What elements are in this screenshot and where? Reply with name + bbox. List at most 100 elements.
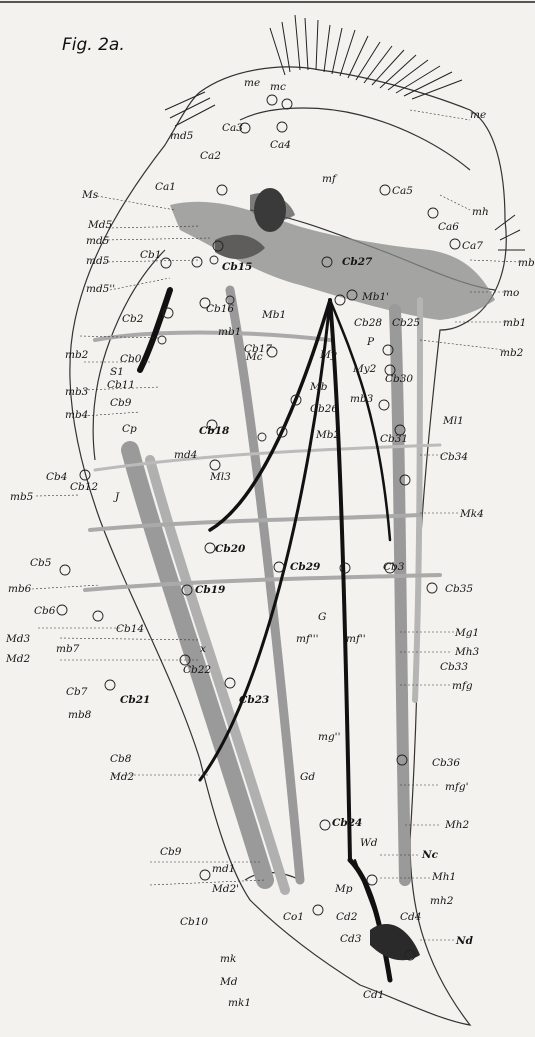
label-mf: mf — [322, 173, 338, 185]
label-mb-right: mb — [518, 257, 535, 269]
label-md5-3: md5 — [86, 255, 110, 267]
label-ca4: Ca4 — [270, 139, 291, 151]
label-mb1-prime: Mb1' — [361, 291, 389, 303]
label-cb33: Cb33 — [440, 661, 468, 673]
label-cb30: Cb30 — [385, 373, 413, 385]
labels-left: md5 Ca2 Ca1 Ms Md5 md5 md5 md5'' Cb1 Cb2… — [5, 130, 251, 1009]
label-cb31: Cb31 — [380, 433, 408, 445]
label-cb25: Cb25 — [392, 317, 420, 329]
label-cd1: Cd1 — [363, 989, 384, 1001]
label-mg2: mg'' — [318, 731, 340, 743]
label-ms: Ms — [81, 189, 99, 201]
label-md5-4: md5'' — [86, 283, 115, 295]
label-cb4: Cb4 — [46, 471, 67, 483]
label-mb2-right: mb2 — [500, 347, 524, 359]
label-md2-prime: Md2' — [211, 883, 239, 895]
label-cd4: Cd4 — [400, 911, 421, 923]
label-cb36: Cb36 — [432, 757, 460, 769]
label-cb35: Cb35 — [445, 583, 473, 595]
label-my: My — [319, 349, 338, 361]
label-ca5: Ca5 — [392, 185, 413, 197]
label-cb23: Cb23 — [239, 694, 269, 706]
label-cb11: Cb11 — [107, 379, 135, 391]
label-mb4: mb4 — [65, 409, 88, 421]
label-cb10: Cb10 — [180, 916, 208, 928]
label-cb3: Cb3 — [383, 561, 405, 573]
label-mf3: mf''' — [296, 633, 319, 645]
label-mb1: mb1 — [218, 326, 241, 338]
label-mk4: Mk4 — [459, 508, 484, 520]
label-cb9: Cb9 — [160, 846, 182, 858]
label-mb2-cap: Mb2 — [315, 429, 340, 441]
label-cb34: Cb34 — [440, 451, 468, 463]
label-cb24: Cb24 — [332, 817, 362, 829]
label-cb9-upper: Cb9 — [110, 397, 132, 409]
label-nd: Nd — [455, 935, 474, 947]
label-cb15: Cb15 — [222, 261, 252, 273]
label-md3: Md3 — [5, 633, 30, 645]
label-p: P — [366, 336, 375, 348]
label-mf2: mf'' — [346, 633, 366, 645]
label-cb6: Cb6 — [34, 605, 56, 617]
label-cb0: Cb0 — [120, 353, 142, 365]
label-cb28: Cb28 — [354, 317, 382, 329]
label-ca3: Ca3 — [222, 122, 243, 134]
label-cb27: Cb27 — [342, 256, 373, 268]
label-me-top: me — [244, 77, 260, 89]
label-mh1: Mh1 — [431, 871, 456, 883]
label-cb29: Cb29 — [290, 561, 321, 573]
label-x: x — [200, 643, 206, 655]
label-cb21: Cb21 — [120, 694, 150, 706]
label-cb19: Cb19 — [195, 584, 226, 596]
label-md1: md1 — [212, 863, 235, 875]
label-mfg: mfg — [452, 680, 473, 692]
label-mb1-cap: Mb1 — [261, 309, 286, 321]
label-mc: mc — [270, 81, 286, 93]
label-mh3: Mh3 — [454, 646, 480, 658]
label-mg1: Mg1 — [454, 627, 479, 639]
label-cb8: Cb8 — [110, 753, 132, 765]
label-nc: Nc — [421, 849, 439, 861]
label-cb22: Cb22 — [183, 664, 211, 676]
label-cb1: Cb1 — [140, 249, 161, 261]
label-ml3: Ml3 — [209, 471, 231, 483]
label-cb17: Cb17 — [244, 343, 272, 355]
label-md4: md4 — [174, 449, 197, 461]
label-cp: Cp — [122, 423, 137, 435]
label-mb3: mb3 — [65, 386, 89, 398]
label-ml1: Ml1 — [442, 415, 464, 427]
label-g: G — [318, 611, 326, 623]
label-ca1: Ca1 — [155, 181, 176, 193]
label-cb18: Cb18 — [199, 425, 230, 437]
label-mo: mo — [503, 287, 519, 299]
label-md5-top: md5 — [170, 130, 194, 142]
label-mk1: mk1 — [228, 997, 251, 1009]
label-co1: Co1 — [283, 911, 304, 923]
label-mb1-right: mb1 — [503, 317, 526, 329]
label-mh2: Mh2 — [444, 819, 470, 831]
label-gd: Gd — [300, 771, 315, 783]
label-ca7: Ca7 — [462, 240, 483, 252]
label-md2: Md2 — [5, 653, 30, 665]
label-cb20: Cb20 — [215, 543, 246, 555]
label-cb16: Cb16 — [206, 303, 234, 315]
label-mb6: mb6 — [8, 583, 32, 595]
label-md5-2: md5 — [86, 235, 110, 247]
label-cb14: Cb14 — [116, 623, 144, 635]
label-cd3: Cd3 — [340, 933, 362, 945]
label-my2: My2 — [352, 363, 377, 375]
label-mb5: mb5 — [10, 491, 34, 503]
label-mh: mh — [472, 206, 489, 218]
label-mb3-center: mb3 — [350, 393, 374, 405]
label-ca2: Ca2 — [200, 150, 221, 162]
label-cb7: Cb7 — [66, 686, 88, 698]
label-cd2: Cd2 — [336, 911, 358, 923]
label-mk: mk — [220, 953, 236, 965]
label-wd: Wd — [360, 837, 378, 849]
label-ca6: Ca6 — [438, 221, 459, 233]
label-cb12: Cb12 — [70, 481, 98, 493]
label-mp: Mp — [334, 883, 353, 895]
label-cb2: Cb2 — [122, 313, 144, 325]
label-mb2: mb2 — [65, 349, 89, 361]
